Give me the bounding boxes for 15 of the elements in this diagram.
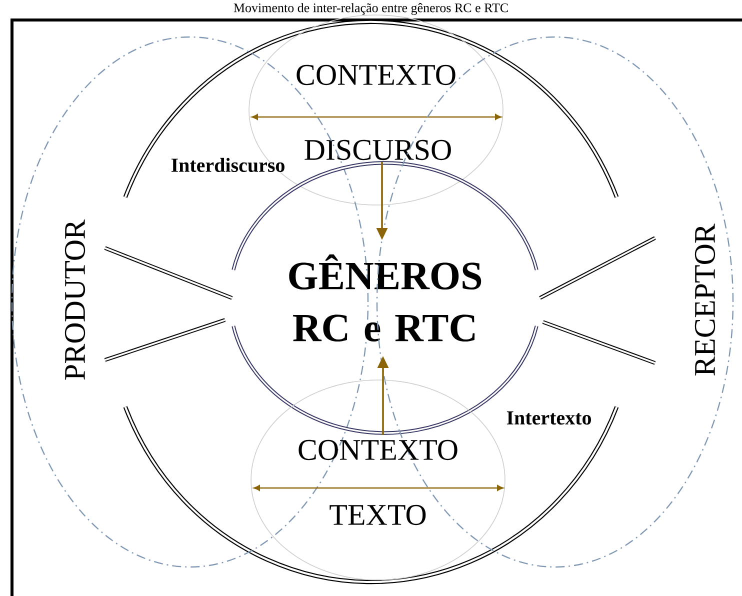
side-label: RECEPTOR — [694, 224, 716, 376]
connector-line — [542, 320, 656, 365]
annotation: Interdiscurso — [171, 158, 284, 172]
ellipse-label: TEXTO — [330, 504, 426, 526]
ellipse-label: DISCURSO — [304, 140, 451, 160]
center-label: GÊNEROS RC e RTC — [289, 254, 482, 342]
ellipse-label: CONTEXTO — [296, 64, 456, 86]
side-label: PRODUTOR — [64, 219, 86, 380]
title: Movimento de inter-relação entre gêneros RC e RTC — [234, 3, 508, 15]
connector-line — [104, 246, 233, 300]
connector-line — [104, 318, 226, 362]
connector-line — [539, 236, 656, 300]
outer-ring — [123, 20, 619, 584]
annotation: Intertexto — [506, 411, 591, 425]
ellipse-label: CONTEXTO — [298, 440, 458, 460]
